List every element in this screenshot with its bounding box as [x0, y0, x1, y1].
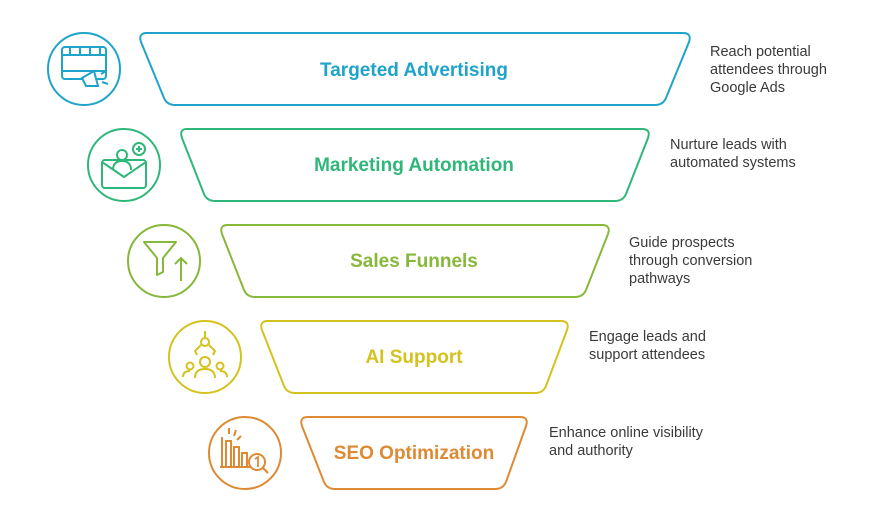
layer-description: Nurture leads with automated systems [670, 137, 796, 171]
funnel-layer-marketing-automation: Marketing Automation Nurture leads with … [87, 128, 796, 202]
funnel-layer-seo-optimization: SEO Optimization Enhance online visibili… [208, 416, 707, 490]
description-line: through conversion [629, 253, 752, 269]
description-line: attendees through [710, 62, 827, 78]
layer-title: Sales Funnels [350, 251, 478, 272]
layer-description: Engage leads and support attendees [589, 329, 710, 363]
layer-title: SEO Optimization [334, 443, 494, 464]
layer-title: Targeted Advertising [320, 60, 508, 81]
description-line: Google Ads [710, 80, 785, 96]
description-line: Reach potential [710, 44, 811, 60]
filter-arrow-up-icon [127, 224, 201, 298]
description-line: support attendees [589, 347, 705, 363]
description-line: and authority [549, 443, 634, 459]
description-line: Guide prospects [629, 235, 735, 251]
bar-chart-rank-icon [208, 416, 282, 490]
layer-description: Reach potential attendees through Google… [710, 44, 831, 96]
funnel-band [300, 416, 528, 490]
layer-title: AI Support [365, 347, 463, 368]
funnel-layer-ai-support: AI Support Engage leads and support atte… [168, 320, 710, 394]
layer-title: Marketing Automation [314, 155, 514, 176]
description-line: pathways [629, 271, 690, 287]
funnel-layer-sales-funnels: Sales Funnels Guide prospects through co… [127, 224, 756, 298]
description-line: automated systems [670, 155, 796, 171]
layer-description: Enhance online visibility and authority [549, 425, 707, 459]
robot-arm-person-icon [168, 320, 242, 394]
description-line: Engage leads and [589, 329, 706, 345]
description-line: Nurture leads with [670, 137, 787, 153]
funnel-layer-targeted-advertising: Targeted Advertising Reach potential att… [47, 32, 831, 106]
funnel-band [260, 320, 569, 394]
layer-description: Guide prospects through conversion pathw… [629, 235, 756, 287]
funnel-band [139, 32, 691, 106]
funnel-band [180, 128, 650, 202]
description-line: Enhance online visibility [549, 425, 704, 441]
funnel-band [220, 224, 610, 298]
video-megaphone-icon [47, 32, 121, 106]
envelope-user-add-icon [87, 128, 161, 202]
